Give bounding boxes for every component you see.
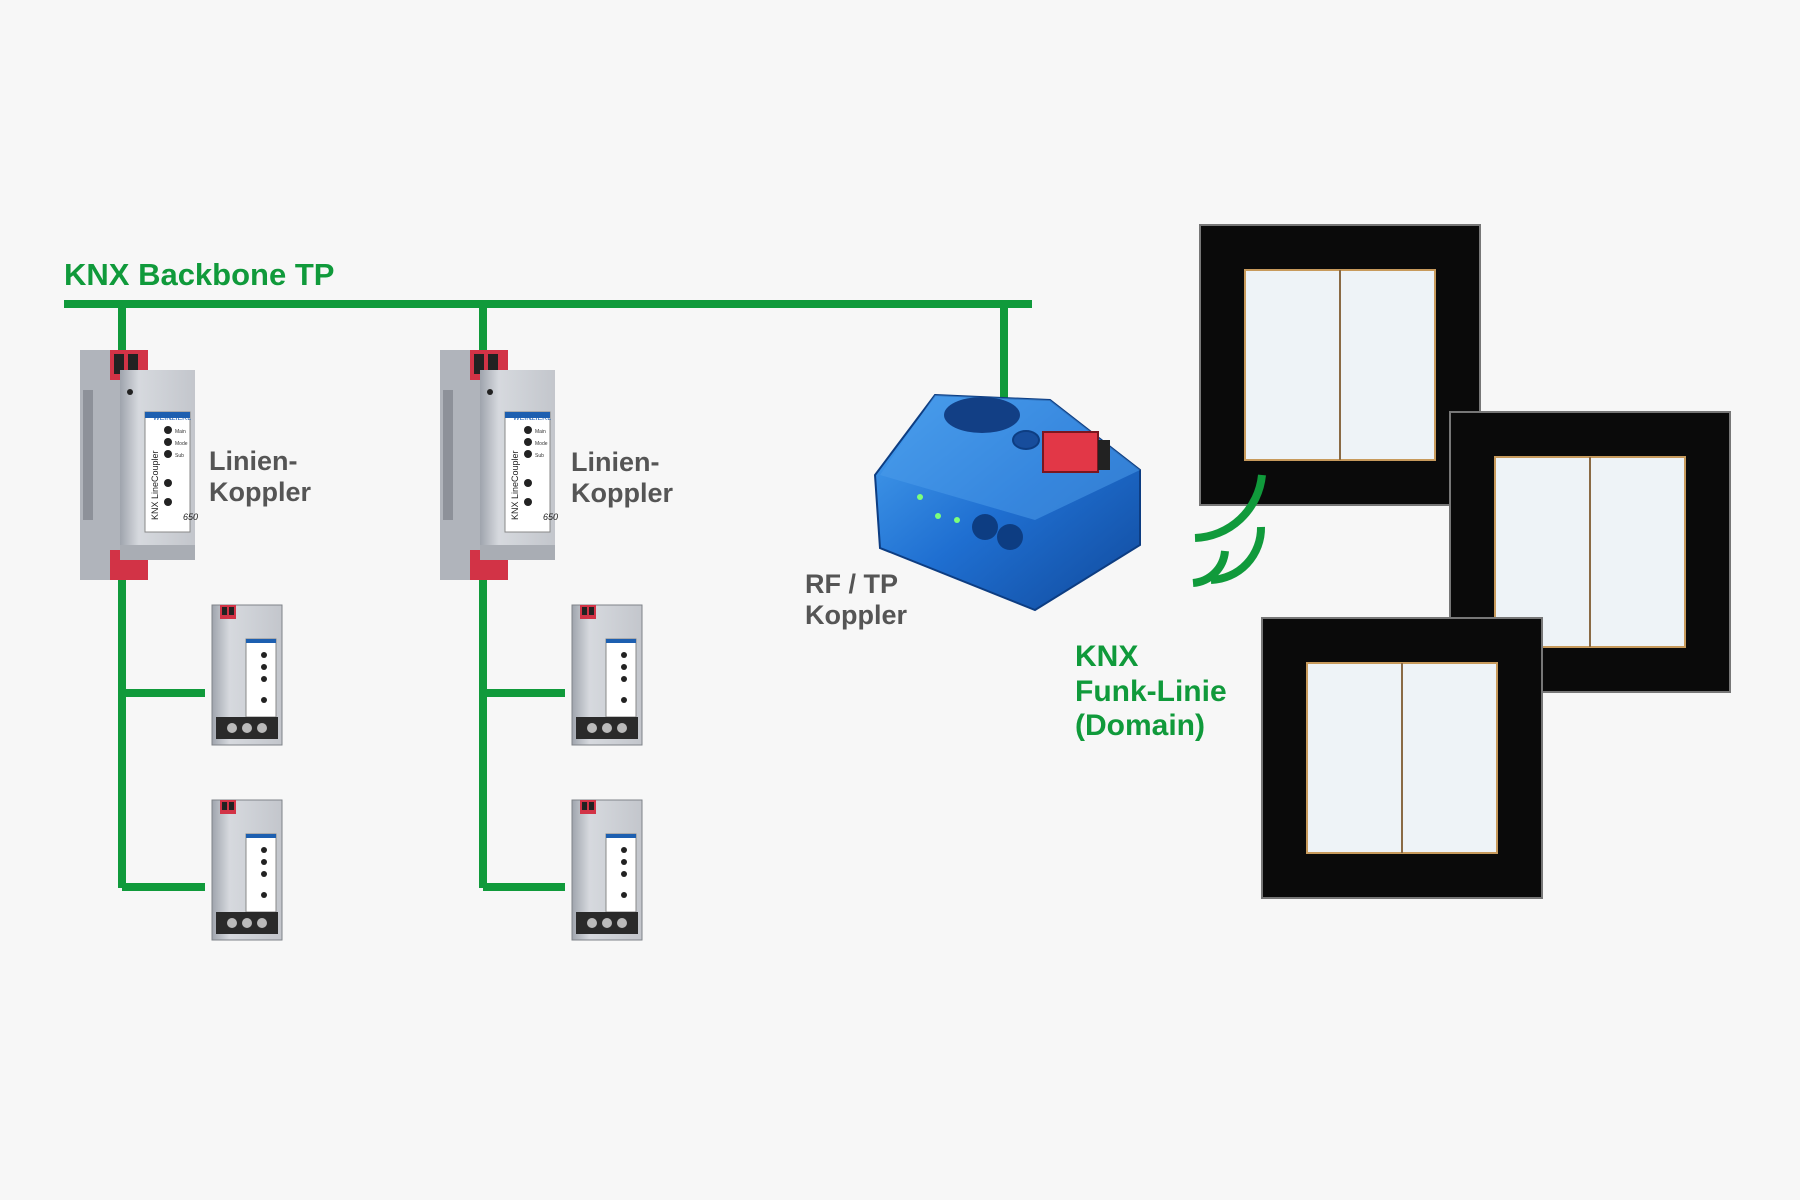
line-coupler-1-label: Linien- Koppler — [209, 446, 311, 508]
line-1-device-1 — [211, 604, 283, 746]
switch-panel-top-icon — [1199, 224, 1481, 506]
line-2-device-2 — [571, 799, 643, 941]
switch-panel-bottom-icon — [1261, 617, 1543, 899]
rf-coupler-label: RF / TP Koppler — [805, 569, 907, 631]
svg-text:Mode: Mode — [175, 441, 188, 447]
svg-text:Sub: Sub — [175, 453, 184, 459]
svg-text:WEINZIERL: WEINZIERL — [513, 415, 551, 422]
rf-line-label-line1: KNX — [1075, 640, 1139, 673]
svg-text:KNX LineCoupler: KNX LineCoupler — [150, 450, 160, 520]
line-coupler-2-label: Linien- Koppler — [571, 447, 673, 509]
rf-coupler-icon — [873, 393, 1141, 612]
rf-line-label: KNX Funk-Linie (Domain) — [1075, 640, 1227, 744]
wireless-signal-icon — [1192, 474, 1266, 587]
svg-text:Mode: Mode — [535, 441, 548, 447]
line-coupler-device-1: WEINZIERL 650 KNX LineCoupler Main Mode … — [79, 349, 198, 581]
line-coupler-2-label-line2: Koppler — [571, 478, 674, 509]
line-2-device-1 — [571, 604, 643, 746]
svg-text:KNX LineCoupler: KNX LineCoupler — [510, 450, 520, 520]
svg-text:WEINZIERL: WEINZIERL — [153, 415, 191, 422]
line-coupler-device-2: WEINZIERL 650 KNX LineCoupler Main Mode … — [439, 349, 558, 581]
line-coupler-1-label-line2: Koppler — [209, 477, 312, 508]
line-coupler-2-label-line1: Linien- — [571, 447, 660, 477]
svg-text:650: 650 — [543, 512, 558, 522]
svg-text:Sub: Sub — [535, 453, 544, 459]
line-1-device-2 — [211, 799, 283, 941]
line-coupler-1-label-line1: Linien- — [209, 446, 298, 476]
svg-text:Main: Main — [535, 429, 546, 435]
svg-text:Main: Main — [175, 429, 186, 435]
rf-coupler-label-line1: RF / TP — [805, 569, 898, 599]
rf-coupler-label-line2: Koppler — [805, 600, 908, 631]
backbone-label: KNX Backbone TP — [64, 257, 335, 292]
rf-line-label-line3: (Domain) — [1075, 709, 1205, 742]
rf-line-label-line2: Funk-Linie — [1075, 674, 1227, 708]
svg-text:650: 650 — [183, 512, 198, 522]
